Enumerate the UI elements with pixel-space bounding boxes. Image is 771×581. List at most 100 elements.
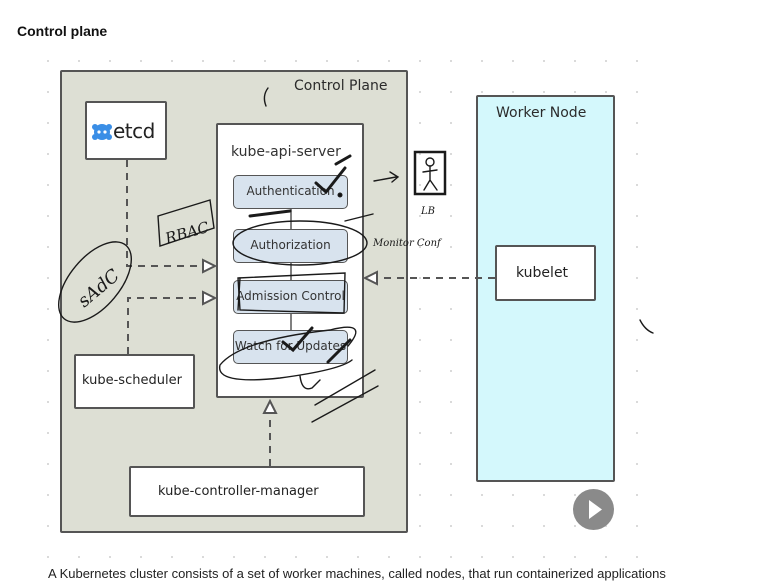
grid-dot <box>512 556 514 558</box>
kubelet-label: kubelet <box>516 265 569 281</box>
grid-dot <box>574 60 576 62</box>
grid-dot <box>47 60 49 62</box>
grid-dot <box>450 556 452 558</box>
grid-dot <box>636 122 638 124</box>
grid-dot <box>636 494 638 496</box>
grid-dot <box>419 525 421 527</box>
etcd-label: etcd <box>113 119 155 143</box>
grid-dot <box>47 91 49 93</box>
grid-dot <box>47 122 49 124</box>
grid-dot <box>78 556 80 558</box>
grid-dot <box>605 60 607 62</box>
grid-dot <box>543 556 545 558</box>
kube-controller-manager-box <box>129 466 365 517</box>
grid-dot <box>512 494 514 496</box>
grid-dot <box>419 432 421 434</box>
grid-dot <box>450 339 452 341</box>
kube-scheduler-box <box>74 354 195 409</box>
kube-controller-manager-label: kube-controller-manager <box>158 484 319 499</box>
grid-dot <box>450 432 452 434</box>
grid-dot <box>171 60 173 62</box>
grid-dot <box>636 153 638 155</box>
grid-dot <box>233 556 235 558</box>
grid-dot <box>636 370 638 372</box>
grid-dot <box>47 339 49 341</box>
grid-dot <box>47 184 49 186</box>
grid-dot <box>326 556 328 558</box>
grid-dot <box>47 277 49 279</box>
grid-dot <box>481 556 483 558</box>
grid-dot <box>605 556 607 558</box>
grid-dot <box>636 215 638 217</box>
grid-dot <box>605 91 607 93</box>
grid-dot <box>202 556 204 558</box>
grid-dot <box>419 153 421 155</box>
grid-dot <box>512 525 514 527</box>
grid-dot <box>47 463 49 465</box>
grid-dot <box>47 308 49 310</box>
grid-dot <box>543 494 545 496</box>
grid-dot <box>574 494 576 496</box>
grid-dot <box>419 184 421 186</box>
grid-dot <box>140 556 142 558</box>
grid-dot <box>512 60 514 62</box>
grid-dot <box>636 556 638 558</box>
grid-dot <box>295 60 297 62</box>
stage-watch-for-updates: Watch for Updates <box>233 330 348 364</box>
grid-dot <box>264 60 266 62</box>
grid-dot <box>636 525 638 527</box>
grid-dot <box>450 525 452 527</box>
play-button[interactable] <box>573 489 614 530</box>
section-heading: Control plane <box>17 23 108 39</box>
grid-dot <box>109 556 111 558</box>
grid-dot <box>450 494 452 496</box>
grid-dot <box>47 432 49 434</box>
grid-dot <box>574 91 576 93</box>
grid-dot <box>47 153 49 155</box>
grid-dot <box>109 60 111 62</box>
grid-dot <box>47 246 49 248</box>
grid-dot <box>388 60 390 62</box>
grid-dot <box>636 277 638 279</box>
grid-dot <box>543 91 545 93</box>
grid-dot <box>78 60 80 62</box>
worker-node-title: Worker Node <box>496 105 587 121</box>
grid-dot <box>450 370 452 372</box>
grid-dot <box>419 246 421 248</box>
grid-dot <box>202 60 204 62</box>
grid-dot <box>636 401 638 403</box>
grid-dot <box>543 60 545 62</box>
grid-dot <box>574 525 576 527</box>
grid-dot <box>636 339 638 341</box>
grid-dot <box>450 60 452 62</box>
grid-dot <box>450 463 452 465</box>
grid-dot <box>419 494 421 496</box>
grid-dot <box>450 122 452 124</box>
kubelet-box <box>495 245 596 301</box>
grid-dot <box>326 60 328 62</box>
grid-dot <box>450 308 452 310</box>
grid-dot <box>140 60 142 62</box>
grid-dot <box>47 556 49 558</box>
control-plane-title: Control Plane <box>294 78 388 94</box>
grid-dot <box>419 277 421 279</box>
grid-dot <box>450 246 452 248</box>
grid-dot <box>636 432 638 434</box>
grid-dot <box>357 60 359 62</box>
grid-dot <box>419 308 421 310</box>
grid-dot <box>481 91 483 93</box>
grid-dot <box>47 370 49 372</box>
grid-dot <box>574 556 576 558</box>
grid-dot <box>47 494 49 496</box>
grid-dot <box>450 91 452 93</box>
grid-dot <box>450 184 452 186</box>
grid-dot <box>419 91 421 93</box>
grid-dot <box>636 308 638 310</box>
stage-authentication: Authentication <box>233 175 348 209</box>
grid-dot <box>636 463 638 465</box>
grid-dot <box>419 60 421 62</box>
grid-dot <box>419 556 421 558</box>
grid-dot <box>233 60 235 62</box>
grid-dot <box>47 525 49 527</box>
